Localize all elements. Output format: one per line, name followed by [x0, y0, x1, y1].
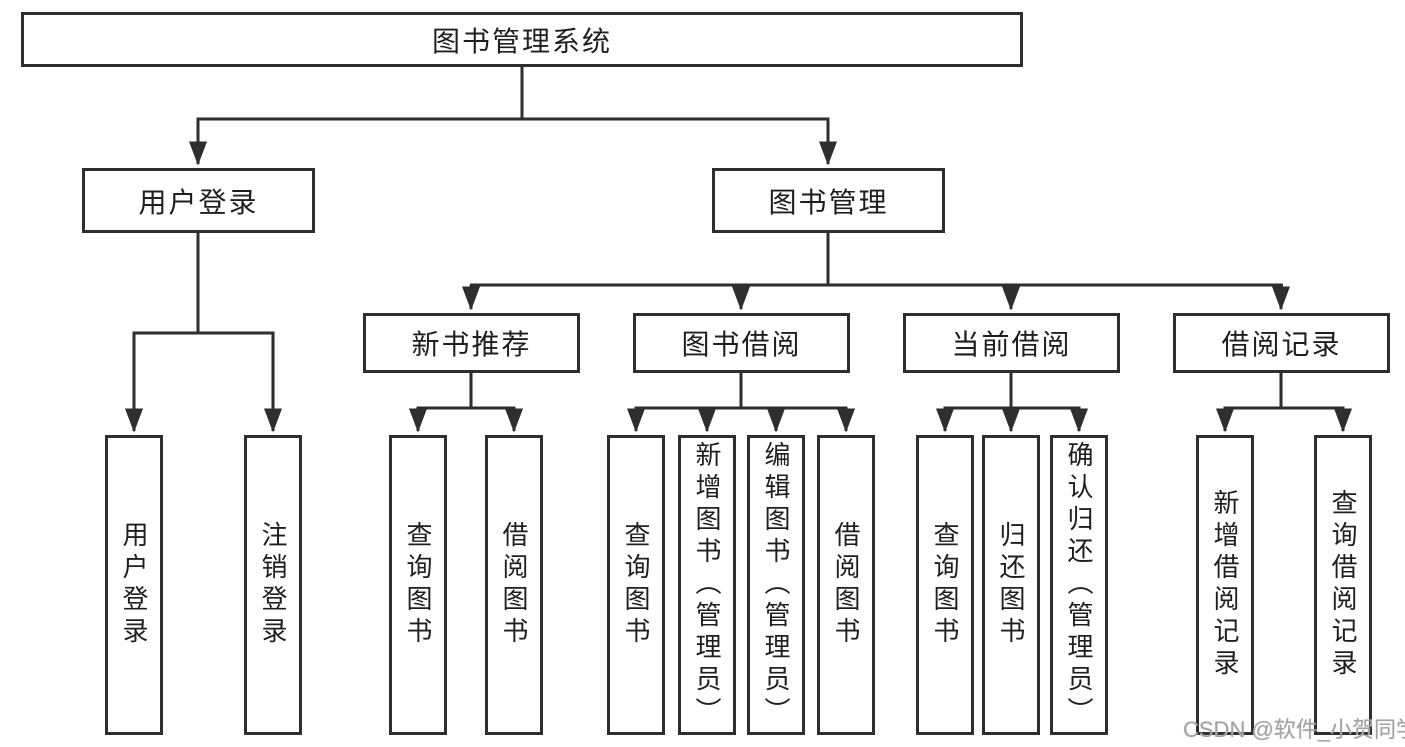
leaf-logout: 注销登录 — [244, 435, 302, 735]
leaf-add-books-admin: 新增图书（管理员） — [678, 435, 736, 735]
node-book-management: 图书管理 — [712, 168, 945, 233]
leaf-query-books-recommend: 查询图书 — [389, 435, 447, 735]
csdn-watermark: CSDN @软件_小贺同学 — [1183, 717, 1405, 742]
node-label: 确认归还（管理员） — [1064, 441, 1094, 729]
node-label: 图书借阅 — [681, 329, 802, 360]
node-label: 注销登录 — [258, 521, 288, 649]
node-user-login: 用户登录 — [82, 168, 315, 233]
leaf-confirm-return-admin: 确认归还（管理员） — [1050, 435, 1108, 735]
node-label: 新增借阅记录 — [1210, 489, 1240, 681]
leaf-user-login: 用户登录 — [105, 435, 163, 735]
node-label: 查询图书 — [930, 521, 960, 649]
leaf-return-books: 归还图书 — [982, 435, 1040, 735]
node-label: 编辑图书（管理员） — [761, 441, 791, 729]
node-label: 借阅图书 — [499, 521, 529, 649]
node-book-borrowing: 图书借阅 — [633, 313, 850, 373]
node-current-borrowing: 当前借阅 — [903, 313, 1120, 373]
node-label: 归还图书 — [996, 521, 1026, 649]
node-label: 新书推荐 — [411, 329, 532, 360]
node-label: 借阅记录 — [1221, 329, 1342, 360]
leaf-query-books-current: 查询图书 — [916, 435, 974, 735]
node-label: 借阅图书 — [831, 521, 861, 649]
node-label: 当前借阅 — [951, 329, 1072, 360]
node-new-book-recommend: 新书推荐 — [363, 313, 580, 373]
leaf-edit-books-admin: 编辑图书（管理员） — [747, 435, 805, 735]
node-label: 用户登录 — [119, 521, 149, 649]
node-label: 查询图书 — [403, 521, 433, 649]
node-label: 用户登录 — [138, 186, 259, 218]
leaf-add-borrow-record: 新增借阅记录 — [1196, 435, 1254, 735]
leaf-borrow-books-recommend: 借阅图书 — [485, 435, 543, 735]
leaf-borrow-books-borrowing: 借阅图书 — [817, 435, 875, 735]
node-label: 图书管理系统 — [431, 25, 612, 57]
node-label: 图书管理 — [768, 186, 889, 218]
leaf-query-books-borrowing: 查询图书 — [607, 435, 665, 735]
node-label: 查询借阅记录 — [1328, 489, 1358, 681]
node-label: 新增图书（管理员） — [692, 441, 722, 729]
node-borrowing-records: 借阅记录 — [1173, 313, 1390, 373]
node-label: 查询图书 — [621, 521, 651, 649]
leaf-query-borrow-record: 查询借阅记录 — [1314, 435, 1372, 735]
node-root-library-management-system: 图书管理系统 — [21, 12, 1023, 67]
